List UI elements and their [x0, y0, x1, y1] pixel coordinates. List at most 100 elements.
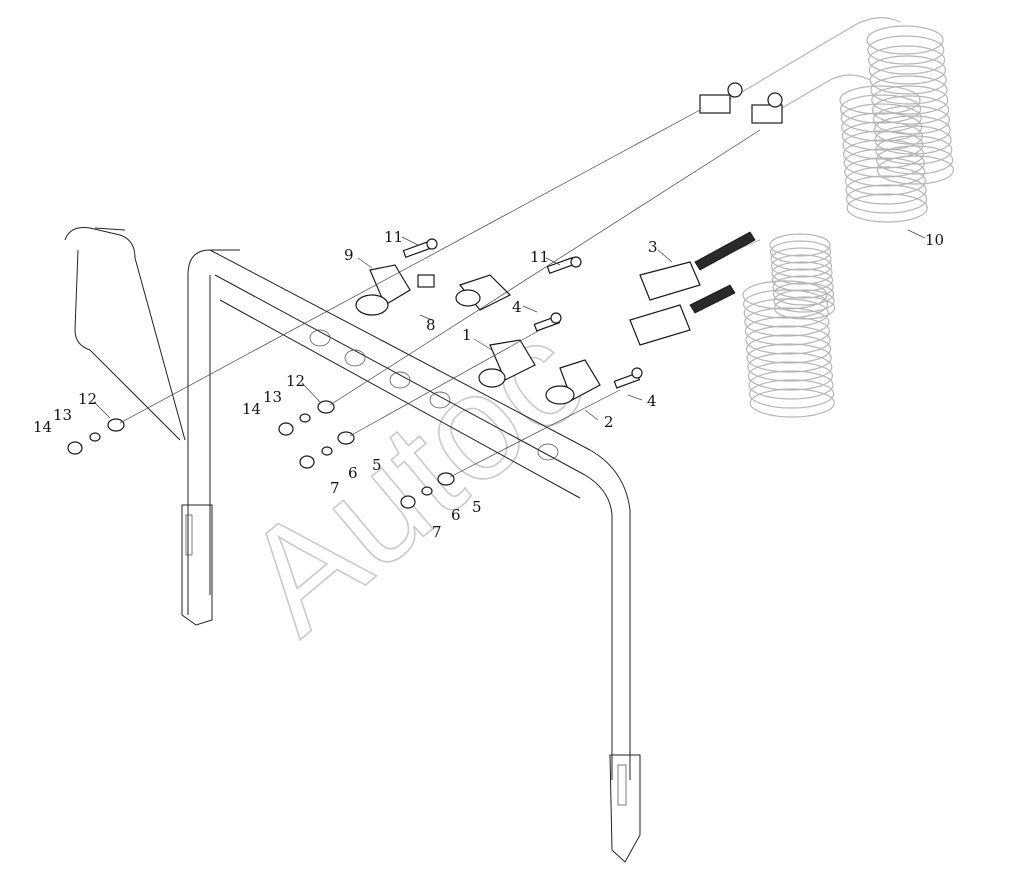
coil-loop [749, 388, 835, 418]
coil-loop [769, 233, 831, 257]
coil-loop [773, 296, 836, 320]
coil-loop [745, 325, 831, 355]
callout-3: 3 [648, 238, 658, 256]
coil-loop [846, 193, 928, 223]
coil-loop [770, 254, 833, 278]
lock-washer-part-13-b [299, 413, 311, 423]
assembly-line-4 [449, 389, 621, 478]
adapter-part-3 [629, 261, 701, 346]
coil-loop [745, 334, 832, 364]
coil-loop [871, 85, 949, 115]
coil-loop [748, 370, 834, 400]
coil-loop [744, 316, 831, 346]
coil-loop [841, 112, 923, 142]
coupling-head-upper-1 [699, 82, 743, 114]
bolt-part-4-b [613, 367, 643, 389]
coil-loop [845, 184, 928, 214]
coil-loop [747, 361, 834, 391]
callout-14b: 14 [242, 400, 261, 418]
callout-5a: 5 [372, 456, 382, 474]
coil-loop [839, 94, 922, 124]
watermark-text: Autoc [213, 289, 615, 664]
socket-part-1 [478, 339, 536, 388]
callout-12a: 12 [78, 390, 97, 408]
coil-loop [867, 45, 946, 75]
coil-loop [772, 275, 834, 299]
callout-8: 8 [426, 316, 436, 334]
cable-coil [769, 233, 836, 320]
assembly-line-1 [119, 109, 701, 424]
air-hose-coil-lower-right [742, 280, 835, 418]
coil-loop [871, 95, 950, 125]
callout-12b: 12 [286, 372, 305, 390]
callout-6a: 6 [348, 464, 358, 482]
coil-loop [866, 25, 944, 55]
callout-11b: 11 [530, 248, 549, 266]
coil-loop [875, 145, 954, 175]
washer-part-12-a [107, 418, 125, 432]
coil-loop [772, 282, 835, 306]
coil-loop [742, 289, 829, 319]
callout-11a: 11 [384, 228, 403, 246]
nut-part-7-b [400, 495, 416, 509]
bolt-part-11-b [546, 256, 582, 275]
cable-sleeve-2 [689, 284, 736, 314]
callout-5b: 5 [472, 498, 482, 516]
lock-washer-part-6-b [421, 486, 433, 496]
nut-part-14-a [67, 441, 83, 455]
air-hose-coil-lower [839, 85, 928, 223]
callout-1: 1 [462, 326, 472, 344]
callout-leaders [93, 229, 926, 421]
plug-part-8 [417, 274, 512, 311]
callout-7b: 7 [432, 523, 442, 541]
socket-part-2 [545, 359, 601, 405]
coupling-head-upper-2 [751, 92, 783, 124]
coil-loop [867, 35, 945, 65]
callout-9: 9 [344, 246, 354, 264]
callout-13a: 13 [53, 406, 72, 424]
coil-loop [843, 148, 925, 178]
coil-loop [842, 139, 925, 169]
coil-loop [844, 166, 927, 196]
coil-loop [771, 261, 833, 285]
socket-part-9 [355, 264, 411, 316]
washer-part-12-b [317, 400, 335, 414]
coil-loop [769, 240, 832, 264]
coil-loop [845, 175, 927, 205]
coil-loop [771, 268, 834, 292]
air-hose-line-2 [769, 74, 871, 116]
callout-2: 2 [604, 413, 614, 431]
callout-7a: 7 [330, 479, 340, 497]
coil-loop [840, 103, 922, 133]
cable-sleeve-1 [694, 231, 756, 271]
coil-loop [842, 130, 924, 160]
nut-part-7-a [299, 455, 315, 469]
coil-loop [746, 343, 832, 373]
bolt-part-4-a [533, 312, 562, 332]
assembly-line-2 [329, 129, 761, 406]
assembly-line-3 [349, 329, 541, 437]
coil-loop [876, 155, 955, 185]
coil-loop [748, 379, 835, 409]
callout-10: 10 [925, 231, 944, 249]
coil-loop [747, 352, 833, 382]
coil-loop [868, 55, 947, 85]
coil-loop [770, 247, 832, 271]
mounting-frame [64, 227, 641, 863]
callout-14a: 14 [33, 418, 52, 436]
coil-loop [839, 85, 921, 115]
coil-loop [870, 75, 948, 105]
lock-washer-part-6-a [321, 446, 333, 456]
nut-part-14-b [278, 422, 294, 436]
callout-13b: 13 [263, 388, 282, 406]
washer-part-5-b [437, 472, 455, 486]
coil-loop [773, 289, 835, 313]
callout-6b: 6 [451, 506, 461, 524]
lock-washer-part-13-a [89, 432, 101, 442]
air-hose-line-1 [719, 17, 901, 106]
callout-4b: 4 [647, 392, 657, 410]
washer-part-5-a [337, 431, 355, 445]
coil-loop [872, 105, 951, 135]
